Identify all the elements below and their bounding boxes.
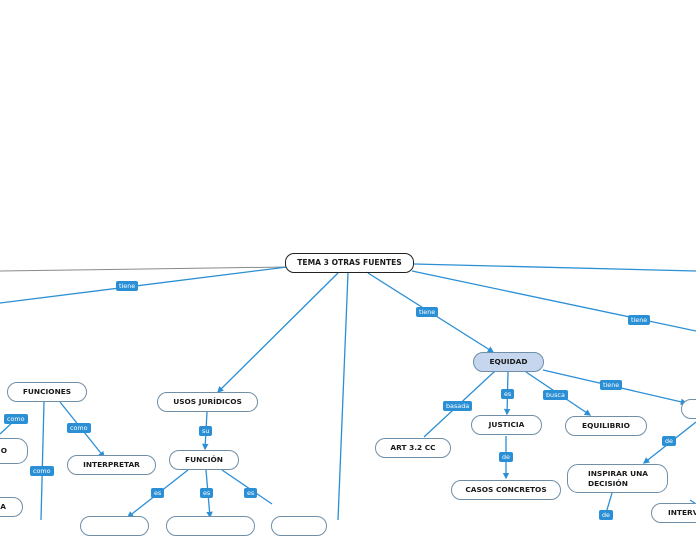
node-casos-concretos[interactable]: CASOS CONCRETOS xyxy=(451,480,561,500)
connector-root-farleft xyxy=(0,266,287,272)
label-es-2: es xyxy=(200,488,214,498)
label-es-1: es xyxy=(151,488,165,498)
connector-root-tiene-left xyxy=(0,266,288,304)
connector-funciones-down xyxy=(40,401,45,520)
label-tiene-right: tiene xyxy=(628,315,651,325)
node-partial-left-1[interactable]: O xyxy=(0,438,28,464)
connector-root-down xyxy=(337,272,349,520)
node-equilibrio[interactable]: EQUILIBRIO xyxy=(565,416,647,436)
connector-root-tiene-right xyxy=(411,270,696,332)
node-bottom-3[interactable] xyxy=(271,516,327,536)
node-right-partial[interactable] xyxy=(681,399,696,419)
node-art-3-2-cc[interactable]: ART 3.2 CC xyxy=(375,438,451,458)
node-bottom-1[interactable] xyxy=(80,516,149,536)
node-bottom-2[interactable] xyxy=(166,516,255,536)
node-usos-juridicos[interactable]: USOS JURÍDICOS xyxy=(157,392,258,412)
node-interv[interactable]: INTERV xyxy=(651,503,696,523)
node-justicia[interactable]: JUSTICIA xyxy=(471,415,542,435)
label-basada: basada xyxy=(443,401,473,411)
connector-root-usos xyxy=(217,272,339,393)
label-de-interv: de xyxy=(599,510,613,520)
label-tiene-left: tiene xyxy=(116,281,139,291)
node-partial-left-2[interactable]: A xyxy=(0,497,23,517)
label-su: su xyxy=(199,426,213,436)
node-funcion[interactable]: FUNCIÓN xyxy=(169,450,239,470)
label-de-casos: de xyxy=(499,452,513,462)
connector-root-right xyxy=(413,263,696,272)
label-tiene-equidad: tiene xyxy=(416,307,439,317)
node-funciones[interactable]: FUNCIONES xyxy=(7,382,87,402)
label-como-3: como xyxy=(30,466,54,476)
label-es-3: es xyxy=(244,488,258,498)
label-como-1: como xyxy=(4,414,28,424)
node-inspirar-una-decision[interactable]: INSPIRAR UNA DECISIÓN xyxy=(567,464,668,493)
root-node[interactable]: TEMA 3 OTRAS FUENTES xyxy=(285,253,414,273)
connector-funcion-es3 xyxy=(221,469,273,505)
label-de-inspirar: de xyxy=(662,436,676,446)
label-como-2: como xyxy=(67,423,91,433)
node-interpretar[interactable]: INTERPRETAR xyxy=(67,455,156,475)
label-tiene-eq: tiene xyxy=(600,380,623,390)
node-equidad[interactable]: EQUIDAD xyxy=(473,352,544,372)
label-es-justicia: es xyxy=(501,389,515,399)
label-busca: busca xyxy=(543,390,568,400)
